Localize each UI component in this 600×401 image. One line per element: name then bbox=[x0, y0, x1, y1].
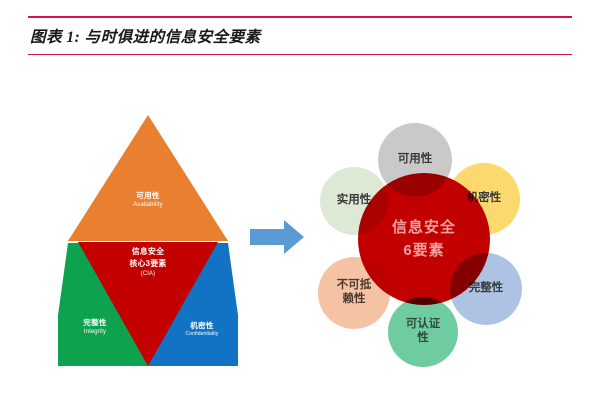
six-element-circle-diagram: 可用性 实用性 机密性 不可抵 赖性 完整性 可认证 性 信息安全 bbox=[300, 105, 550, 385]
circle-authenticity-label: 可认证 性 bbox=[406, 318, 441, 345]
triangle-section-core bbox=[78, 242, 218, 366]
triangle-section-availability bbox=[68, 115, 228, 241]
circle-authenticity-label-line2: 性 bbox=[417, 332, 429, 344]
triangle-shapes bbox=[58, 115, 238, 366]
circle-center-line2: 6要素 bbox=[403, 241, 445, 259]
right-arrow-icon bbox=[250, 217, 306, 257]
circle-availability-label: 可用性 bbox=[397, 153, 433, 166]
circle-practicality-label: 实用性 bbox=[336, 194, 372, 207]
circle-center-line1: 信息安全 bbox=[391, 218, 456, 236]
circle-non-repudiation-label-line1: 不可抵 bbox=[336, 279, 372, 292]
header-rule-bottom bbox=[28, 53, 572, 55]
circle-non-repudiation-label: 不可抵 赖性 bbox=[337, 279, 372, 306]
circle-center-text: 信息安全 6要素 bbox=[392, 219, 456, 259]
circle-authenticity-label-line1: 可认证 bbox=[405, 318, 441, 331]
page-title: 图表 1: 与时俱进的信息安全要素 bbox=[30, 28, 261, 46]
header-rule-top bbox=[28, 16, 572, 18]
circle-authenticity: 可认证 性 bbox=[388, 297, 458, 367]
diagram-canvas: 可用性 Availability 信息安全 核心3要素 (CIA) 完整性 In… bbox=[0, 95, 600, 395]
circle-non-repudiation-label-line2: 赖性 bbox=[342, 293, 366, 305]
circle-center-info-security: 信息安全 6要素 bbox=[358, 173, 490, 305]
figure-header: 图表 1: 与时俱进的信息安全要素 bbox=[28, 16, 572, 55]
cia-triangle-diagram: 可用性 Availability 信息安全 核心3要素 (CIA) 完整性 In… bbox=[58, 113, 238, 368]
circle-integrity-label: 完整性 bbox=[468, 282, 504, 295]
right-arrow-shape bbox=[250, 220, 304, 254]
